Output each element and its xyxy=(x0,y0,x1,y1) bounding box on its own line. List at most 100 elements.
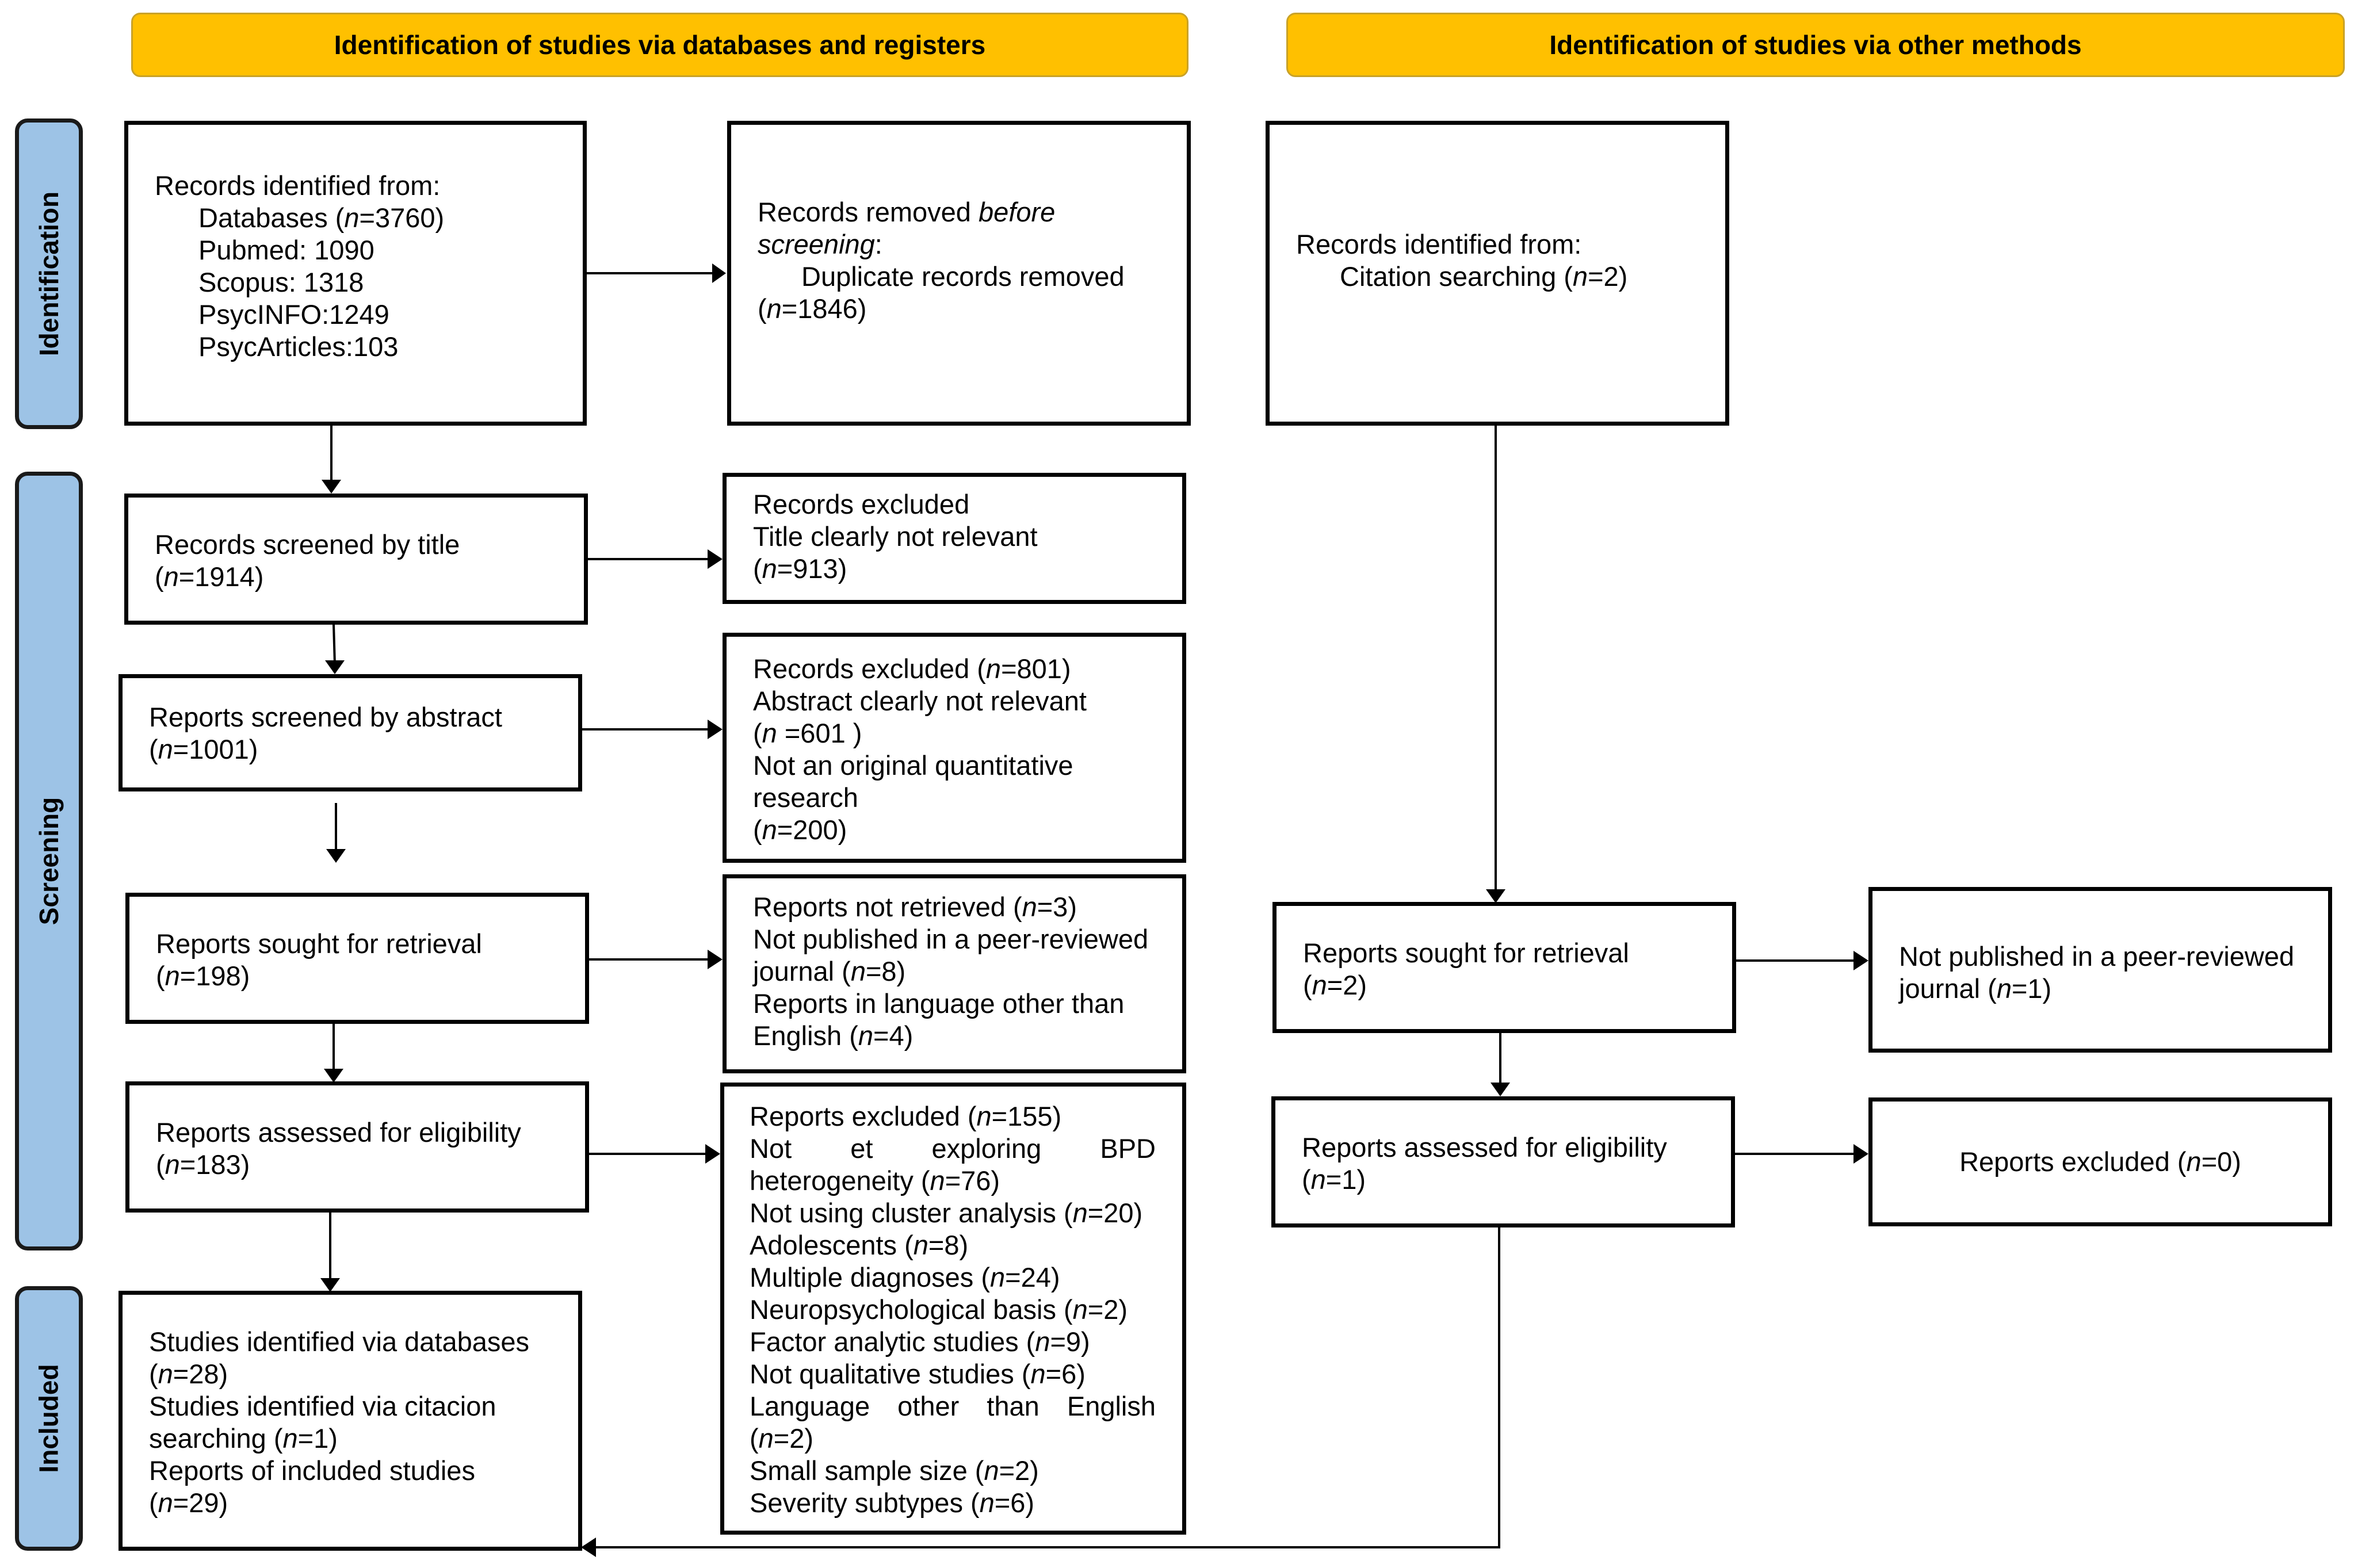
reason-language: Language other than English xyxy=(750,1390,1156,1422)
reason-language-count: (n=2) xyxy=(750,1423,814,1454)
included-databases-label: Studies identified via databases xyxy=(149,1326,530,1357)
excluded-title-count: (n=913) xyxy=(753,553,847,584)
arrowhead-removed xyxy=(712,263,726,283)
screened-title-count: (n=1914) xyxy=(155,561,264,592)
arrowhead-screened-title xyxy=(322,480,341,494)
other-not-published-count: journal (n=1) xyxy=(1899,973,2052,1004)
other-assessed-eligibility-box: Reports assessed for eligibility (n=1) xyxy=(1271,1096,1735,1227)
arrowhead-other-to-included xyxy=(581,1538,596,1557)
included-databases-count: (n=28) xyxy=(149,1359,228,1389)
arrowhead-screened-abstract xyxy=(325,660,345,674)
stage-identification: Identification xyxy=(15,118,83,429)
arrow-other-to-included xyxy=(593,1227,1500,1548)
duplicates-removed-count: (n=1846) xyxy=(758,293,867,324)
records-identified-box: Records identified from: Databases (n=37… xyxy=(124,121,587,426)
screened-abstract-label: Reports screened by abstract xyxy=(149,702,502,732)
reason-not-exploring-w4: BPD xyxy=(1100,1133,1156,1164)
arrowhead-sought-retrieval xyxy=(326,849,346,863)
not-retrieved-heading: Reports not retrieved (n=3) xyxy=(753,892,1077,922)
other-sought-retrieval-box: Reports sought for retrieval (n=2) xyxy=(1272,902,1736,1033)
included-reports-count: (n=29) xyxy=(149,1487,228,1518)
other-language-count: English (n=4) xyxy=(753,1020,914,1051)
reason-heterogeneity-count: heterogeneity (n=76) xyxy=(750,1165,1000,1196)
arrowhead-other-sought xyxy=(1486,889,1505,903)
reports-excluded-box: Reports excluded (n=155) Not et explorin… xyxy=(720,1083,1186,1535)
assessed-eligibility-box: Reports assessed for eligibility (n=183) xyxy=(125,1081,589,1213)
screened-abstract-box: Reports screened by abstract (n=1001) xyxy=(119,674,582,791)
other-not-published-line: Not published in a peer-reviewed xyxy=(1899,941,2295,972)
reason-adolescents: Adolescents (n=8) xyxy=(750,1230,969,1260)
sought-retrieval-count: (n=198) xyxy=(156,961,250,991)
excluded-abstract-heading: Records excluded (n=801) xyxy=(753,653,1071,684)
arrowhead-other-excluded xyxy=(1853,1144,1868,1164)
other-assessed-eligibility-label: Reports assessed for eligibility xyxy=(1302,1132,1667,1162)
excluded-abstract-reason-2-count: (n=200) xyxy=(753,814,847,845)
records-identified-line: Records identified from: xyxy=(155,170,441,201)
psycarticles-count: PsycArticles:103 xyxy=(198,331,399,362)
reason-not-exploring-w2: et xyxy=(850,1133,873,1164)
reason-language-w4: English xyxy=(1067,1391,1156,1421)
arrowhead-other-assessed xyxy=(1491,1083,1510,1096)
other-assessed-eligibility-count: (n=1) xyxy=(1302,1164,1366,1195)
included-citation-label: Studies identified via citacion xyxy=(149,1391,496,1421)
databases-count: Databases (n=3760) xyxy=(198,202,445,233)
arrow-title-to-abstract xyxy=(333,624,336,666)
reason-cluster-analysis: Not using cluster analysis (n=20) xyxy=(750,1198,1143,1228)
not-retrieved-box: Reports not retrieved (n=3) Not publishe… xyxy=(723,874,1186,1073)
reason-multiple-diagnoses: Multiple diagnoses (n=24) xyxy=(750,1262,1060,1292)
scopus-count: Scopus: 1318 xyxy=(198,267,364,297)
arrowhead-reports-excluded xyxy=(705,1144,720,1164)
arrowhead-excluded-title xyxy=(708,549,723,569)
sought-retrieval-label: Reports sought for retrieval xyxy=(156,928,482,959)
reason-not-qualitative: Not qualitative studies (n=6) xyxy=(750,1359,1086,1389)
reason-not-exploring-w3: exploring xyxy=(931,1133,1042,1164)
records-removed-line: Records removed before xyxy=(758,197,1056,227)
arrowhead-assessed xyxy=(324,1069,343,1083)
reason-language-w1: Language xyxy=(750,1391,870,1421)
reason-small-sample: Small sample size (n=2) xyxy=(750,1455,1039,1486)
other-sought-retrieval-count: (n=2) xyxy=(1303,970,1367,1000)
excluded-abstract-reason-2: Not an original quantitative xyxy=(753,750,1073,781)
reports-excluded-heading: Reports excluded (n=155) xyxy=(750,1101,1062,1131)
excluded-abstract-reason: Abstract clearly not relevant xyxy=(753,686,1087,716)
arrowhead-included xyxy=(320,1278,340,1292)
pubmed-count: Pubmed: 1090 xyxy=(198,235,374,265)
stage-included: Included xyxy=(15,1286,83,1551)
reason-not-exploring-w1: Not xyxy=(750,1133,792,1164)
arrowhead-other-not-published xyxy=(1853,951,1868,970)
reason-language-w2: other xyxy=(897,1391,960,1421)
psycinfo-count: PsycINFO:1249 xyxy=(198,299,389,330)
header-databases: Identification of studies via databases … xyxy=(131,13,1188,77)
excluded-abstract-box: Records excluded (n=801) Abstract clearl… xyxy=(723,633,1186,863)
citation-searching-count: Citation searching (n=2) xyxy=(1340,261,1628,292)
citation-identified-box: Records identified from: Citation search… xyxy=(1266,121,1729,426)
records-removed-box: Records removed before screening: Duplic… xyxy=(727,121,1191,426)
other-not-published-box: Not published in a peer-reviewed journal… xyxy=(1868,887,2332,1053)
included-citation-count: searching (n=1) xyxy=(149,1423,338,1454)
screened-title-label: Records screened by title xyxy=(155,529,460,560)
not-peer-reviewed-count: journal (n=8) xyxy=(753,956,906,986)
other-reports-excluded-box: Reports excluded (n=0) xyxy=(1868,1097,2332,1226)
other-sought-retrieval-label: Reports sought for retrieval xyxy=(1303,938,1629,968)
citation-identified-label: Records identified from: xyxy=(1296,229,1582,259)
reason-not-exploring: Not et exploring BPD xyxy=(750,1133,1156,1165)
reason-severity-subtypes: Severity subtypes (n=6) xyxy=(750,1487,1035,1518)
excluded-title-heading: Records excluded xyxy=(753,489,970,519)
screened-title-box: Records screened by title (n=1914) xyxy=(124,494,588,625)
records-removed-screening: screening: xyxy=(758,229,882,259)
assessed-eligibility-label: Reports assessed for eligibility xyxy=(156,1117,521,1148)
sought-retrieval-box: Reports sought for retrieval (n=198) xyxy=(125,893,589,1024)
not-peer-reviewed-line: Not published in a peer-reviewed xyxy=(753,924,1149,954)
other-reports-excluded-label: Reports excluded (n=0) xyxy=(1959,1146,2241,1177)
screened-abstract-count: (n=1001) xyxy=(149,734,258,764)
stage-screening: Screening xyxy=(15,472,83,1250)
excluded-abstract-reason-count: (n =601 ) xyxy=(753,718,862,748)
excluded-title-reason: Title clearly not relevant xyxy=(753,521,1038,552)
included-studies-box: Studies identified via databases (n=28) … xyxy=(119,1291,582,1551)
other-language-line: Reports in language other than xyxy=(753,988,1125,1019)
excluded-abstract-reason-2-cont: research xyxy=(753,782,858,813)
arrowhead-excluded-abstract xyxy=(708,720,723,739)
included-reports-label: Reports of included studies xyxy=(149,1455,475,1486)
excluded-title-box: Records excluded Title clearly not relev… xyxy=(723,473,1186,604)
